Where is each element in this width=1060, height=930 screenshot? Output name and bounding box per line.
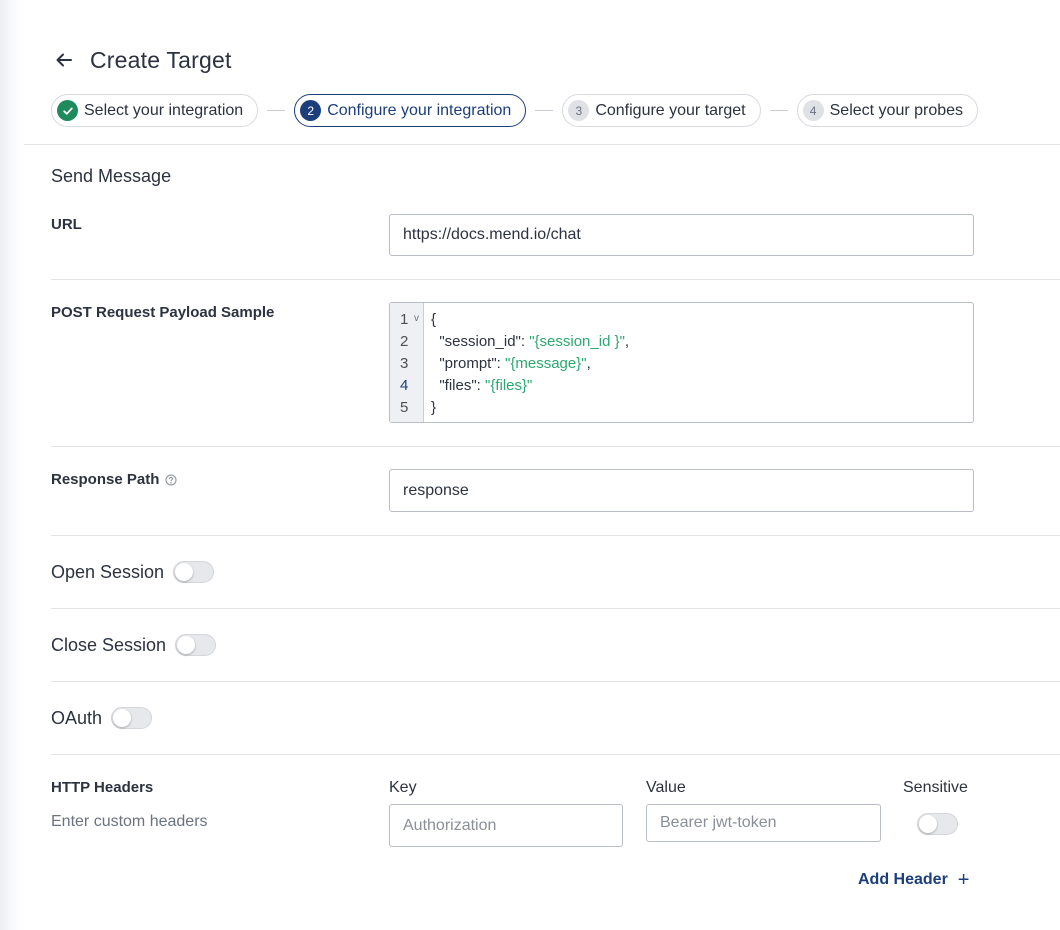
fold-chevron-icon[interactable]: v bbox=[414, 313, 419, 324]
http-headers-description: Enter custom headers bbox=[51, 813, 208, 830]
header-divider bbox=[24, 144, 1060, 145]
add-header-button[interactable]: Add Header + bbox=[858, 869, 969, 891]
code-punct: } bbox=[431, 399, 437, 416]
oauth-row: OAuth bbox=[51, 705, 153, 731]
left-panel-edge bbox=[0, 0, 24, 930]
stepper: Select your integration 2 Configure your… bbox=[51, 94, 979, 127]
divider bbox=[51, 608, 1060, 609]
close-session-label: Close Session bbox=[51, 634, 167, 655]
line-number: 3 bbox=[400, 355, 409, 372]
response-path-label: Response Path bbox=[51, 471, 177, 488]
payload-code-editor[interactable]: 1 2 3 4 5 v { "session_id": "{session_id… bbox=[389, 302, 974, 423]
step-connector bbox=[267, 110, 286, 111]
step-number-badge: 2 bbox=[300, 100, 322, 121]
value-column-label: Value bbox=[646, 779, 686, 796]
open-session-label: Open Session bbox=[51, 561, 165, 582]
close-session-row: Close Session bbox=[51, 632, 217, 658]
code-punct: , bbox=[586, 355, 591, 372]
url-input[interactable] bbox=[389, 214, 974, 256]
oauth-toggle[interactable] bbox=[111, 707, 153, 729]
divider bbox=[51, 754, 1060, 755]
step-label: Configure your target bbox=[595, 101, 746, 119]
code-string: "{files}" bbox=[485, 377, 533, 394]
step-configure-integration[interactable]: 2 Configure your integration bbox=[294, 94, 527, 127]
code-punct: { bbox=[431, 311, 437, 328]
toggle-knob bbox=[177, 636, 196, 654]
back-arrow-icon bbox=[56, 53, 72, 67]
code-key: "prompt": bbox=[431, 355, 506, 372]
response-path-input[interactable] bbox=[389, 469, 974, 512]
url-label: URL bbox=[51, 216, 82, 233]
response-path-label-text: Response Path bbox=[51, 471, 160, 488]
header-value-input[interactable] bbox=[646, 804, 881, 842]
page-title: Create Target bbox=[90, 46, 232, 73]
oauth-label: OAuth bbox=[51, 707, 103, 728]
plus-icon: + bbox=[957, 869, 970, 891]
divider bbox=[51, 446, 1060, 447]
line-number: 4 bbox=[400, 377, 409, 394]
help-circle-icon[interactable] bbox=[165, 474, 177, 486]
code-gutter: 1 2 3 4 5 v bbox=[390, 303, 424, 422]
step-connector bbox=[535, 110, 554, 111]
key-column-label: Key bbox=[389, 779, 417, 796]
code-string: "{session_id }" bbox=[529, 333, 625, 350]
line-number: 2 bbox=[400, 333, 409, 350]
step-label: Configure your integration bbox=[327, 101, 512, 119]
add-header-label: Add Header bbox=[858, 871, 948, 888]
toggle-knob bbox=[175, 563, 194, 581]
code-line: "prompt": "{message}", bbox=[431, 353, 591, 375]
code-key: "session_id": bbox=[431, 333, 530, 350]
code-string: "{message}" bbox=[505, 355, 587, 372]
code-punct: , bbox=[624, 333, 630, 350]
close-session-toggle[interactable] bbox=[175, 634, 217, 656]
toggle-knob bbox=[919, 815, 937, 833]
step-label: Select your integration bbox=[84, 101, 244, 119]
open-session-row: Open Session bbox=[51, 559, 215, 585]
divider bbox=[51, 535, 1060, 536]
back-button[interactable] bbox=[52, 48, 76, 72]
divider bbox=[51, 681, 1060, 682]
open-session-toggle[interactable] bbox=[173, 561, 215, 583]
line-number: 5 bbox=[400, 399, 409, 416]
http-headers-label: HTTP Headers bbox=[51, 779, 154, 796]
sensitive-column-label: Sensitive bbox=[903, 779, 968, 796]
toggle-knob bbox=[113, 709, 132, 727]
code-line: "files": "{files}" bbox=[431, 375, 532, 397]
page-header: Create Target bbox=[52, 44, 232, 76]
code-line: "session_id": "{session_id }", bbox=[431, 331, 629, 353]
code-key: "files": bbox=[431, 377, 485, 394]
step-select-integration[interactable]: Select your integration bbox=[51, 94, 259, 127]
section-title: Send Message bbox=[51, 166, 172, 186]
step-configure-target[interactable]: 3 Configure your target bbox=[562, 94, 761, 127]
step-number-badge: 3 bbox=[568, 100, 590, 121]
sensitive-toggle[interactable] bbox=[917, 813, 958, 835]
step-connector bbox=[769, 110, 788, 111]
header-key-input[interactable] bbox=[389, 804, 623, 847]
check-icon bbox=[57, 100, 78, 121]
step-select-probes[interactable]: 4 Select your probes bbox=[796, 94, 979, 127]
divider bbox=[51, 279, 1060, 280]
step-number-badge: 4 bbox=[802, 100, 824, 121]
line-number: 1 bbox=[400, 311, 409, 328]
payload-label: POST Request Payload Sample bbox=[51, 304, 275, 321]
code-line: } bbox=[431, 397, 436, 419]
step-label: Select your probes bbox=[829, 101, 964, 119]
code-line: { bbox=[431, 309, 436, 331]
